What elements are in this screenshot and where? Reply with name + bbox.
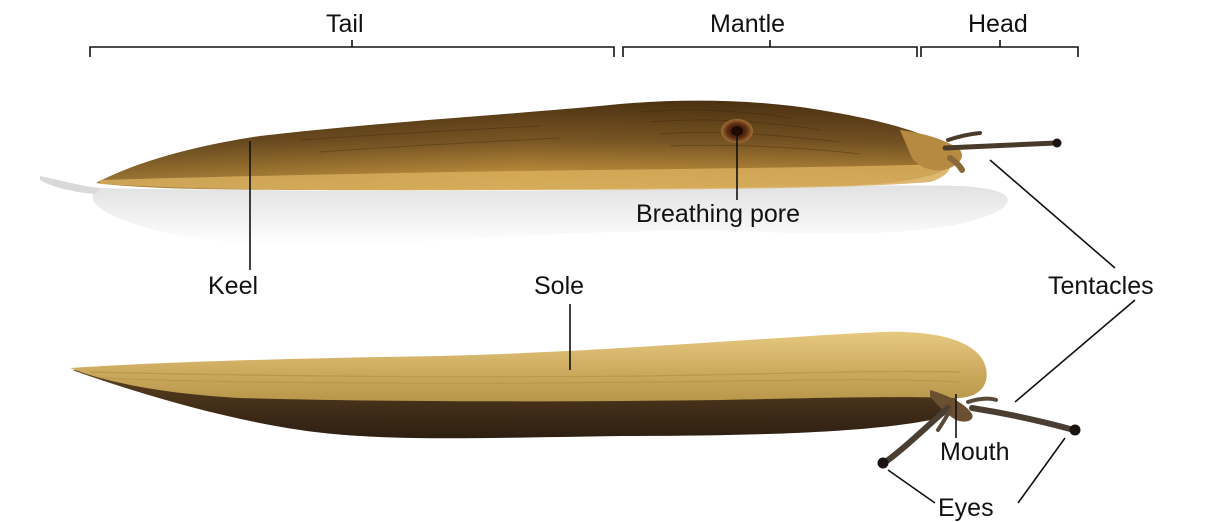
slug-shadow <box>40 176 100 194</box>
eyes-label: Eyes <box>938 494 994 522</box>
upper-tentacle-eye <box>1053 139 1062 148</box>
tentacles-leader-lower <box>1015 300 1135 402</box>
mantle-label: Mantle <box>710 10 785 38</box>
right-tentacle <box>972 408 1074 430</box>
breathing-pore-label: Breathing pore <box>636 200 800 228</box>
small-tentacle-right <box>968 399 996 402</box>
head-bracket <box>921 40 1078 57</box>
right-eye <box>1070 425 1081 436</box>
tail-bracket <box>90 40 614 57</box>
tentacles-label: Tentacles <box>1048 272 1154 300</box>
sole-label: Sole <box>534 272 584 300</box>
slug-side-view <box>96 101 1062 191</box>
slug-reflection <box>93 185 1008 245</box>
tail-label: Tail <box>326 10 364 38</box>
upper-tentacle <box>945 143 1056 148</box>
mantle-bracket <box>623 40 917 57</box>
slug-sole <box>70 332 987 402</box>
eyes-leader-right <box>1018 438 1065 503</box>
left-eye <box>878 458 889 469</box>
second-upper-tentacle <box>948 133 980 140</box>
eyes-leader-left <box>888 470 935 503</box>
slug-ventral-view <box>70 332 1081 469</box>
head-label: Head <box>968 10 1028 38</box>
tentacles-leader-upper <box>990 160 1115 268</box>
keel-label: Keel <box>208 272 258 300</box>
mouth-label: Mouth <box>940 438 1009 466</box>
